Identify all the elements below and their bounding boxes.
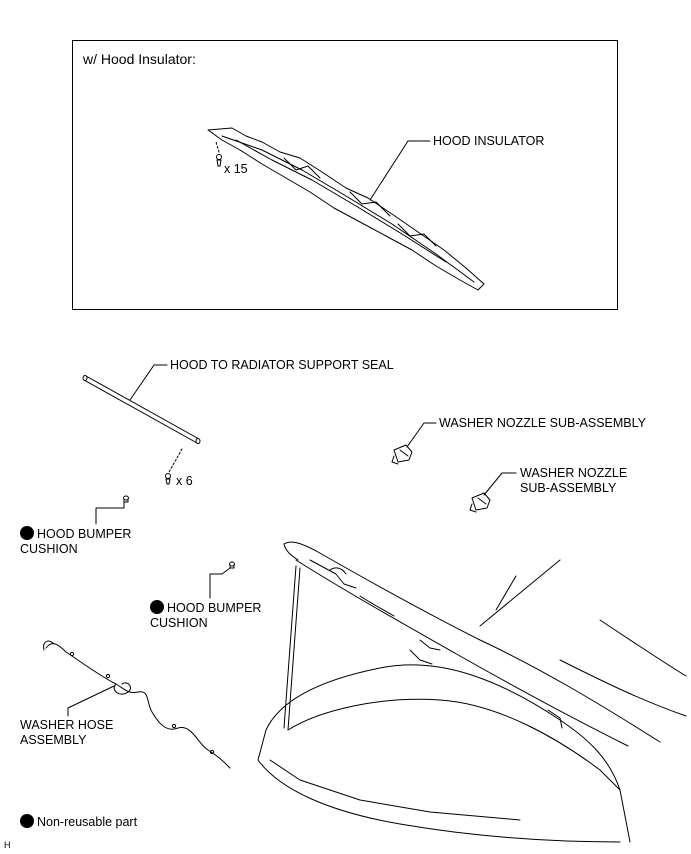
washer-hose-drawing xyxy=(43,640,231,769)
bumper-cushion-2-leader xyxy=(209,567,231,599)
hood-insulator-label: HOOD INSULATOR xyxy=(433,134,545,148)
bumper-cushion-2-callout: HOOD BUMPER CUSHION xyxy=(150,600,261,631)
inset-title: w/ Hood Insulator: xyxy=(83,51,196,67)
washer-hose-leader xyxy=(67,685,115,717)
legend: Non-reusable part xyxy=(20,814,137,830)
non-reusable-marker-icon xyxy=(20,526,34,540)
bumper-cushion-2-drawing xyxy=(229,561,235,569)
radiator-seal-leader xyxy=(129,364,168,401)
legend-text: Non-reusable part xyxy=(37,815,138,829)
vehicle-hood-drawing xyxy=(257,541,687,843)
washer-hose-label: WASHER HOSE ASSEMBLY xyxy=(20,718,114,747)
insulator-clip-drawing xyxy=(215,141,222,167)
radiator-seal-label: HOOD TO RADIATOR SUPPORT SEAL xyxy=(170,358,394,372)
washer-nozzle-1-drawing xyxy=(391,444,413,465)
non-reusable-marker-icon xyxy=(150,600,164,614)
washer-nozzle-1-leader xyxy=(406,422,437,448)
corner-code: H xyxy=(4,840,11,850)
washer-nozzle-1-label: WASHER NOZZLE SUB-ASSEMBLY xyxy=(439,416,646,430)
hood-insulator-drawing xyxy=(207,127,485,291)
washer-nozzle-2-drawing xyxy=(469,492,491,513)
hood-insulator-inset: w/ Hood Insulator: xyxy=(72,40,618,310)
insulator-clip-qty: x 15 xyxy=(224,162,248,176)
seal-clip-drawing xyxy=(165,448,183,485)
bumper-cushion-1-label: HOOD BUMPER CUSHION xyxy=(20,527,132,556)
bumper-cushion-1-leader xyxy=(95,501,125,525)
non-reusable-marker-icon xyxy=(20,814,34,828)
bumper-cushion-2-label: HOOD BUMPER CUSHION xyxy=(150,601,262,630)
seal-clip-qty: x 6 xyxy=(176,474,193,488)
radiator-seal-drawing xyxy=(82,375,201,444)
hood-insulator-leader xyxy=(369,140,431,201)
washer-nozzle-2-label: WASHER NOZZLE SUB-ASSEMBLY xyxy=(520,466,628,495)
bumper-cushion-1-callout: HOOD BUMPER CUSHION xyxy=(20,526,131,557)
bumper-cushion-1-drawing xyxy=(123,495,129,503)
washer-nozzle-2-leader xyxy=(483,472,517,496)
